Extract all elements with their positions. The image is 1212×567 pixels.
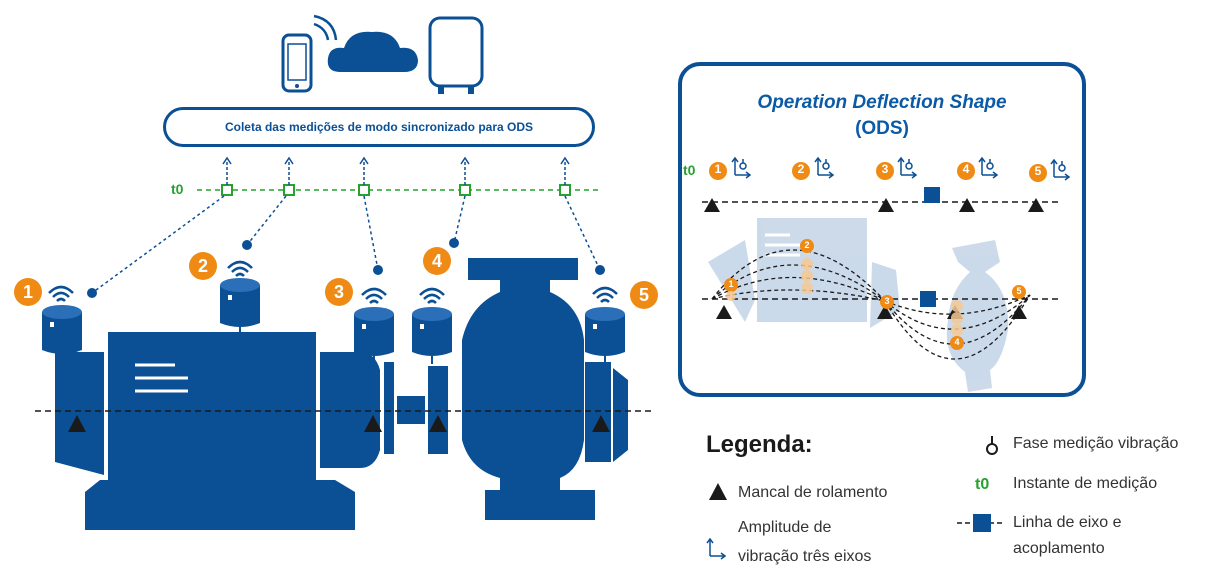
- sensor-number-1: 1: [22, 282, 33, 302]
- bearings: [68, 415, 610, 432]
- legend-bearing: Mancal de rolamento: [738, 484, 888, 501]
- legend-title: Legenda:: [706, 431, 813, 458]
- smartphone-icon: [281, 14, 338, 93]
- ods-panel: Operation Deflection Shape (ODS): [678, 62, 1086, 397]
- legend-icons: [706, 436, 1002, 560]
- bearing-4: [429, 415, 447, 432]
- sync-timeline: [87, 156, 605, 298]
- ods-curve-label-3: 3: [884, 296, 890, 306]
- sync-banner: Coleta das medições de modo sincronizado…: [163, 107, 595, 147]
- ods-subtitle: (ODS): [855, 118, 909, 139]
- gateway-icon: [428, 16, 484, 94]
- ods-title: Operation Deflection Shape: [757, 92, 1007, 113]
- ods-curve-label-2: 2: [804, 240, 810, 250]
- sensor-number-4: 4: [431, 251, 442, 271]
- legend-amplitude-line1: Amplitude de: [738, 519, 832, 536]
- ods-point-4: 4: [962, 162, 970, 176]
- legend-t0-symbol: t0: [975, 476, 990, 493]
- coupling-block: [397, 396, 425, 424]
- timeline-label: t0: [171, 181, 184, 197]
- ods-curve-label-4: 4: [954, 337, 960, 347]
- badge-2: [189, 252, 217, 280]
- bearing-5: [592, 415, 610, 432]
- sensor-2: [219, 260, 261, 336]
- ods-point-3: 3: [881, 162, 889, 176]
- ods-t0-label: t0: [683, 162, 696, 178]
- badge-4: [423, 247, 451, 275]
- sensor-5: [584, 286, 626, 365]
- bearing-3: [364, 415, 382, 432]
- badge-1: [14, 278, 42, 306]
- pump: [428, 258, 628, 520]
- sensor-1: [41, 285, 83, 363]
- legend-t0-text: Instante de medição: [1013, 475, 1158, 492]
- sensor-number-2: 2: [197, 256, 208, 276]
- sensor-number-3: 3: [333, 282, 344, 302]
- sensor-number-5: 5: [638, 285, 649, 305]
- badge-3: [325, 278, 353, 306]
- ods-schematic: [702, 187, 1058, 392]
- ods-point-1: 1: [714, 162, 722, 176]
- legend-shaft-line2: acoplamento: [1013, 540, 1105, 557]
- badge-5: [630, 281, 658, 309]
- ods-curve-label-1: 1: [728, 279, 734, 289]
- legend-phase: Fase medição vibração: [1013, 435, 1179, 452]
- ods-curve-label-5: 5: [1016, 286, 1022, 296]
- sensor-badges: [14, 247, 658, 309]
- ods-point-5: 5: [1034, 164, 1042, 178]
- motor: [55, 332, 394, 530]
- cloud-icon: [327, 31, 418, 72]
- sensor-3: [353, 287, 395, 365]
- ods-header-row: [709, 157, 1070, 182]
- motor-vents: [135, 363, 188, 393]
- sensor-4: [411, 287, 453, 365]
- bearing-1: [68, 415, 86, 432]
- axes-icon: [706, 537, 727, 560]
- sync-banner-text: Coleta das medições de modo sincronizado…: [224, 120, 534, 134]
- phase-icon: [986, 436, 998, 455]
- legend-shaft-line1: Linha de eixo e: [1013, 514, 1122, 531]
- coupling-icon: [957, 514, 1002, 532]
- triangle-bearing-icon: [709, 483, 727, 500]
- ods-point-2: 2: [797, 162, 805, 176]
- legend-amplitude-line2: vibração três eixos: [738, 548, 872, 565]
